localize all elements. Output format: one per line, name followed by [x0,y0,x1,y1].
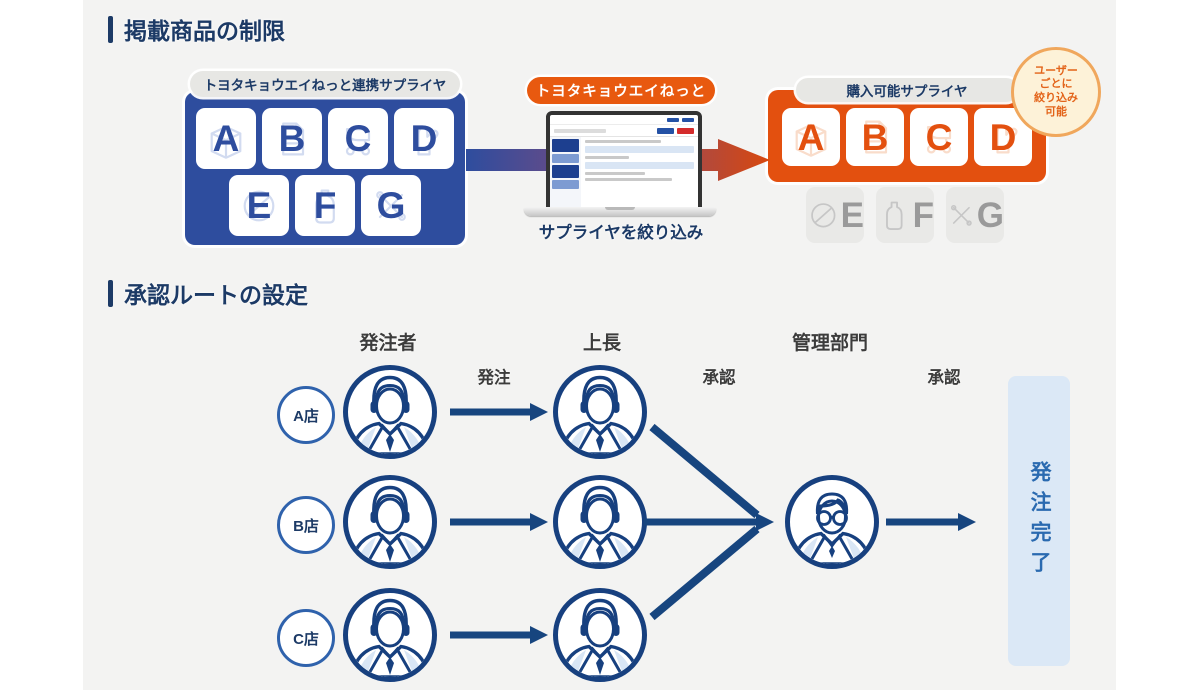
supplier-card: B [846,108,904,166]
excluded-supplier-card: F [876,187,934,243]
operator-person-icon [343,588,437,682]
laptop-base [524,207,716,216]
order-complete-text: 発注完了 [1028,461,1051,581]
screen-sidebar [550,137,581,207]
supplier-letter: C [925,116,953,158]
supplier-card: C [910,108,968,166]
purchasable-suppliers-box: A B C D [768,90,1046,182]
glove-icon [996,124,1018,154]
arrow-label-approve-2: 承認 [927,369,961,387]
section-title-text: 承認ルートの設定 [124,282,308,308]
bottle-icon [886,201,903,230]
operator-person-icon [553,365,647,459]
store-a-circle: A店 [277,386,335,444]
tools-icon [950,204,972,226]
linked-suppliers-cards: A B C D E [185,108,465,236]
section-title-approval-route: 承認ルートの設定 [108,276,308,310]
document-icon [282,122,305,155]
supplier-letter: B [278,118,306,159]
store-b-circle: B店 [277,496,335,554]
supplier-letter: A [212,118,240,159]
supplier-card: C [328,108,388,169]
linked-suppliers-box: A B C D E [185,92,465,245]
purchasable-suppliers-cards: A B C D [768,108,1046,166]
cart-icon [926,126,952,154]
excluded-supplier-card: G [946,187,1004,243]
supplier-card: A [782,108,840,166]
dish-icon [243,190,275,221]
purchasable-suppliers-label: 購入可能サプライヤ [796,78,1018,102]
supplier-letter: E [840,195,864,235]
bottle-icon [315,189,335,224]
supplier-letter: A [797,116,825,158]
screen-body [550,137,698,207]
title-bar-accent [108,279,113,307]
order-complete-box: 発注完了 [1008,376,1070,666]
document-icon [865,120,888,154]
section-title-text: 掲載商品の制限 [124,18,285,44]
supplier-card: D [394,108,454,169]
dish-icon [811,202,836,228]
supplier-card: A [196,108,256,169]
manager-glasses-person-icon [785,475,879,569]
laptop-screen [546,111,702,213]
column-header-orderer: 発注者 [359,333,417,354]
supplier-card: G [361,175,421,236]
system-label: トヨタキョウエイねっと [527,77,715,104]
excluded-supplier-card: E [806,187,864,243]
supplier-card: F [295,175,355,236]
cart-icon [345,127,371,155]
store-c-circle: C店 [277,609,335,667]
supplier-card: D [974,108,1032,166]
supplier-card: B [262,108,322,169]
per-user-filter-badge: ユーザー ごとに 絞り込み 可能 [1011,47,1101,137]
package-icon [795,123,827,157]
section-title-product-restriction: 掲載商品の制限 [108,12,285,46]
supplier-letter: B [861,116,889,158]
supplier-card: E [229,175,289,236]
column-header-supervisor: 上長 [582,333,622,354]
operator-person-icon [553,475,647,569]
system-caption: サプライヤを絞り込み [538,224,704,242]
supplier-letter: C [344,118,372,159]
title-bar-accent [108,15,113,43]
linked-suppliers-label: トヨタキョウエイねっと連携サプライヤ [190,71,460,97]
supplier-letter: F [313,185,337,226]
supplier-letter: D [989,116,1017,158]
package-icon [210,125,242,159]
supplier-letter: G [376,185,406,226]
column-header-management: 管理部門 [791,333,869,354]
glove-icon [417,126,439,155]
supplier-letter: D [410,118,438,159]
operator-person-icon [343,365,437,459]
tools-icon [376,190,406,221]
supplier-letter: E [246,185,272,226]
screen-topbar [550,115,698,125]
screen-content [581,137,698,207]
supplier-letter: F [912,195,934,235]
operator-person-icon [553,588,647,682]
arrow-label-order: 発注 [477,369,511,387]
arrow-label-approve-1: 承認 [702,369,736,387]
supplier-letter: G [976,195,1004,235]
screen-toolbar [550,125,698,137]
operator-person-icon [343,475,437,569]
